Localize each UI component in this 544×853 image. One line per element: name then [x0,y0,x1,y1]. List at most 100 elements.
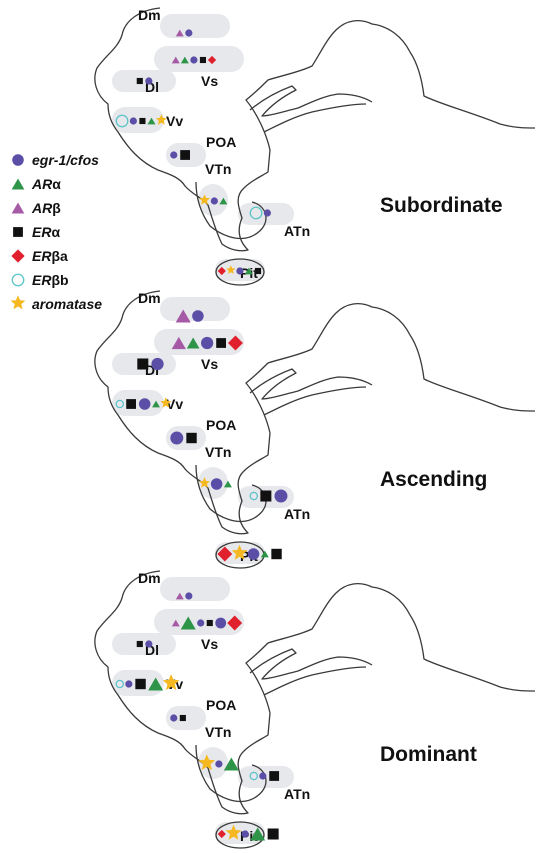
brain-panel-subordinate: DmDlVsVvPOAVTnATnPit [94,7,536,286]
region-shading [160,297,230,321]
region-label-atn: ATn [284,223,310,239]
er-alpha-square [13,227,23,237]
ar-alpha-triangle [260,550,269,558]
condition-label-ascending: Ascending [380,468,487,491]
aromatase-star [160,397,172,408]
egr-1-cfos-circle [263,209,271,217]
egr-1-cfos-circle [145,640,153,648]
aromatase-star [199,194,211,205]
egr-1-cfos-circle [170,714,178,722]
markers-vv [115,397,172,410]
legend-label-text: AR [31,176,53,192]
markers-dm [175,309,204,323]
region-shading [160,577,230,601]
egr-1-cfos-circle [12,154,24,166]
legend-label: ERα [32,224,60,240]
markers-pit [217,544,282,562]
er-beta-a-diamond [227,615,243,631]
markers-vv [115,674,180,691]
brain-inner-outline [249,648,373,696]
brain-outline [94,290,536,535]
region-label-poa: POA [206,417,236,433]
markers-dl [137,357,164,371]
legend-label: ERβa [32,248,68,264]
markers-vtn [199,477,232,490]
egr-1-cfos-circle [170,151,178,159]
er-beta-b-circle [249,491,259,501]
egr-1-cfos-circle [259,772,267,780]
egr-1-cfos-circle [185,29,193,37]
egr-1-cfos-circle [215,617,227,629]
pituitary-outline [215,821,265,849]
ar-alpha-triangle [223,757,239,771]
legend-label-greek: α [51,224,60,240]
ar-beta-triangle [11,202,25,214]
er-beta-a-diamond [207,55,217,65]
region-shading [198,747,228,779]
er-beta-a-diamond [217,829,226,839]
er-beta-b-circle [249,206,263,220]
er-beta-b-circle [11,273,25,287]
legend-label: ARβ [31,200,61,216]
condition-label-dominant: Dominant [380,743,477,766]
legend-label-greek: βa [51,248,68,264]
legend-label-text: ER [32,224,52,240]
er-beta-a-diamond [217,266,226,276]
markers-poa [170,714,186,722]
region-label-vtn: VTn [205,161,231,177]
er-alpha-square [254,267,262,275]
aromatase-star [226,265,236,274]
egr-1-cfos-circle [201,336,214,350]
brain-outline [94,7,536,252]
legend-item: ERα [13,224,60,240]
er-alpha-square [137,358,149,370]
ar-alpha-triangle [223,480,232,488]
region-label-vv: Vv [166,396,183,412]
region-shading [112,70,176,92]
er-beta-a-diamond [11,249,25,263]
er-alpha-square [186,432,197,444]
egr-1-cfos-circle [185,592,193,600]
brain-outline [94,570,536,815]
region-label-vtn: VTn [205,444,231,460]
egr-1-cfos-circle [129,117,137,125]
markers-dl [136,640,153,648]
legend-item: aromatase [10,295,102,312]
er-beta-b-circle [115,679,125,689]
er-alpha-square [271,548,282,560]
egr-1-cfos-circle [197,619,205,627]
region-label-atn: ATn [284,506,310,522]
er-alpha-square [199,56,207,64]
egr-1-cfos-circle [192,310,204,322]
legend-label: egr-1/cfos [32,152,99,168]
legend-item: ARα [11,176,61,192]
er-alpha-square [206,619,213,627]
er-beta-b-circle [249,771,259,781]
er-alpha-square [269,771,280,781]
er-alpha-square [139,117,146,125]
er-alpha-square [260,490,272,502]
ar-alpha-triangle [180,56,189,64]
region-shading [166,706,206,730]
region-label-vv: Vv [166,113,183,129]
egr-1-cfos-circle [151,357,164,371]
markers-vs [171,335,243,351]
ar-alpha-triangle [11,178,25,190]
region-label-dm: Dm [138,290,161,306]
markers-atn [249,489,288,503]
region-shading [154,46,244,72]
markers-dm [175,29,193,37]
er-beta-a-diamond [217,546,233,562]
region-shading [112,107,164,133]
condition-label-subordinate: Subordinate [380,194,503,217]
aromatase-star [231,544,248,560]
region-shading [160,14,230,38]
markers-dm [175,592,193,600]
region-label-dm: Dm [138,7,161,23]
ar-alpha-triangle [219,197,228,205]
markers-vtn [198,754,239,771]
egr-1-cfos-circle [215,760,223,768]
region-shading [112,390,164,416]
ar-alpha-triangle [152,400,160,408]
markers-vs [171,615,243,631]
